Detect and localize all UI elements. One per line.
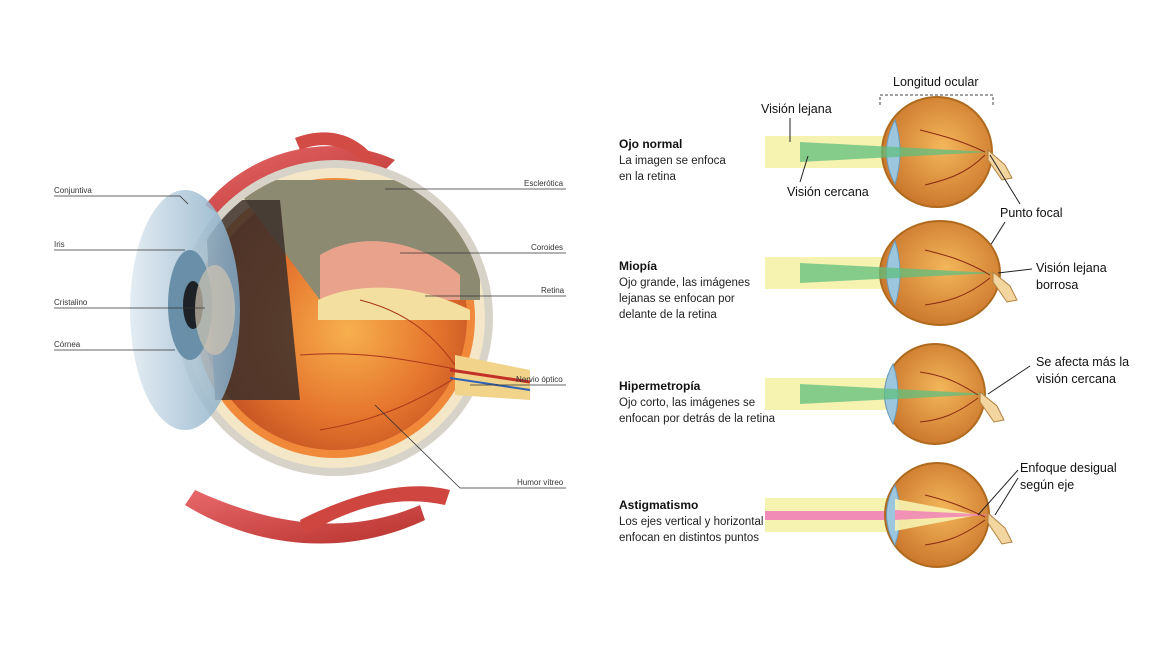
near-beam-normal xyxy=(800,142,990,162)
vessels-hipermetropia xyxy=(919,371,979,423)
label-humor-vitreo: Humor vítreo xyxy=(517,478,564,487)
top-right-muscle xyxy=(295,132,380,170)
desc-hipermetropia-1: Ojo corto, las imágenes se xyxy=(619,397,755,409)
title-ojo-normal: Ojo normal xyxy=(619,137,682,151)
ocular-length-bracket: Longitud ocular xyxy=(879,75,994,105)
anatomy-left-labels: Conjuntiva Iris Cristalino Córnea xyxy=(54,186,205,351)
label-longitud-ocular: Longitud ocular xyxy=(893,75,978,89)
label-conjuntiva: Conjuntiva xyxy=(54,186,92,195)
optic-nerve-miopia xyxy=(992,270,1018,303)
desc-miopia-3: delante de la retina xyxy=(619,309,717,321)
panel-astigmatismo xyxy=(765,462,1013,568)
lens-shape xyxy=(195,265,235,355)
condition-hipermetropia-text: Hipermetropía Ojo corto, las imágenes se… xyxy=(619,379,776,425)
leader-vision-cercana xyxy=(799,155,809,183)
vessel-3 xyxy=(359,299,456,366)
label-esclerotica: Esclerótica xyxy=(524,179,564,188)
leader-humor-vitreo xyxy=(374,404,566,489)
optic-vessel-red xyxy=(449,368,531,384)
panel-normal xyxy=(765,96,1013,208)
focus-cone-horizontal xyxy=(895,510,995,520)
desc-hipermetropia-2: enfocan por detrás de la retina xyxy=(619,413,776,425)
label-iris: Iris xyxy=(54,240,65,249)
title-astigmatismo: Astigmatismo xyxy=(619,498,698,512)
label-cristalino: Cristalino xyxy=(54,298,88,307)
desc-ojo-normal-2: en la retina xyxy=(619,171,677,183)
condition-normal-text: Ojo normal La imagen se enfoca en la ret… xyxy=(619,137,726,183)
condition-miopia-text: Miopía Ojo grande, las imágenes lejanas … xyxy=(619,259,750,321)
vessels-miopia xyxy=(924,249,991,306)
label-nervio-optico: Nervio óptico xyxy=(516,375,563,384)
vessel-1 xyxy=(299,353,461,371)
callout-afecta-cercana-1: Se afecta más la xyxy=(1036,355,1129,369)
length-bracket-line xyxy=(879,94,994,105)
callout-punto-focal: Punto focal xyxy=(1000,206,1063,220)
desc-ojo-normal-1: La imagen se enfoca xyxy=(619,155,726,167)
anatomy-diagram xyxy=(130,132,531,544)
beam-hipermetropia xyxy=(800,384,990,404)
desc-miopia-1: Ojo grande, las imágenes xyxy=(619,277,750,289)
callout-lejana-borrosa-2: borrosa xyxy=(1036,278,1078,292)
leader-enfoque-2 xyxy=(994,477,1019,516)
label-coroides: Coroides xyxy=(531,243,563,252)
callout-lejana-borrosa-1: Visión lejana xyxy=(1036,261,1107,275)
panel-hipermetropia xyxy=(765,343,1005,445)
desc-astigmatismo-1: Los ejes vertical y horizontal xyxy=(619,516,763,528)
vessel-2 xyxy=(319,374,461,431)
anatomy-right-labels: Esclerótica Coroides Retina Nervio óptic… xyxy=(374,179,566,489)
lower-muscle xyxy=(185,490,425,544)
lower-muscle-2 xyxy=(300,486,450,535)
optic-nerve-hipermetropia xyxy=(979,390,1005,423)
panel-miopia xyxy=(765,220,1018,326)
leader-lejana-borrosa xyxy=(997,268,1033,274)
vessels-normal xyxy=(919,129,986,186)
leader-conjuntiva xyxy=(54,195,189,205)
vessels-astigmatismo xyxy=(924,494,986,546)
cutaway-retina-layer xyxy=(320,241,460,300)
condition-astigmatismo-text: Astigmatismo Los ejes vertical y horizon… xyxy=(619,498,763,544)
leader-punto-focal-1 xyxy=(989,154,1021,205)
optic-nerve-normal xyxy=(987,148,1013,181)
leader-afecta-cercana xyxy=(987,365,1031,395)
label-retina: Retina xyxy=(541,286,565,295)
title-miopia: Miopía xyxy=(619,259,657,273)
callout-afecta-cercana-2: visión cercana xyxy=(1036,372,1116,386)
optic-vessel-blue xyxy=(449,377,531,391)
beam-miopia xyxy=(800,263,995,283)
label-cornea: Córnea xyxy=(54,340,81,349)
desc-astigmatismo-2: enfocan en distintos puntos xyxy=(619,532,759,544)
callout-vision-cercana: Visión cercana xyxy=(787,185,869,199)
pink-beam-astigmatismo xyxy=(765,511,900,520)
callout-enfoque-desigual-1: Enfoque desigual xyxy=(1020,461,1117,475)
leader-enfoque-1 xyxy=(977,469,1019,516)
optic-nerve-astigmatismo xyxy=(987,511,1013,545)
desc-miopia-2: lejanas se enfocan por xyxy=(619,293,735,305)
callout-vision-lejana: Visión lejana xyxy=(761,102,832,116)
title-hipermetropia: Hipermetropía xyxy=(619,379,701,393)
callout-enfoque-desigual-2: según eje xyxy=(1020,478,1074,492)
